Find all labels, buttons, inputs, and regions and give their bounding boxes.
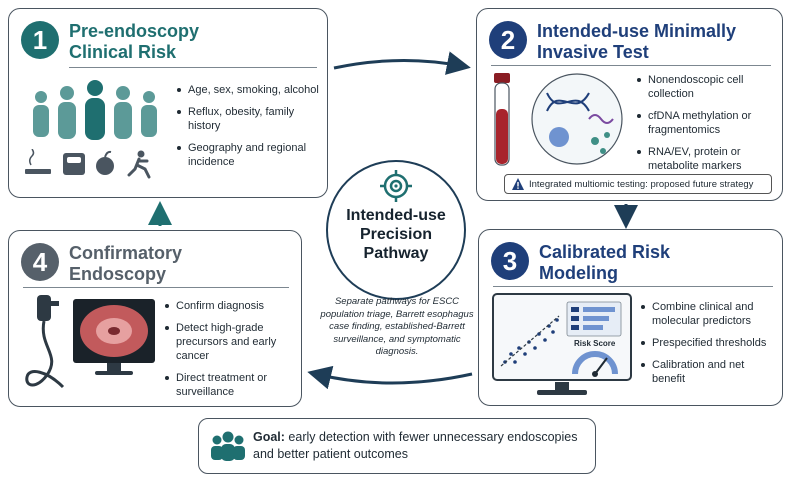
step-number-3: 3 bbox=[491, 242, 529, 280]
list-item: Confirm diagnosis bbox=[165, 299, 301, 313]
panel-3-divider bbox=[493, 286, 773, 287]
list-item: Direct treatment or surveillance bbox=[165, 371, 301, 399]
panel-3-title: Calibrated Risk Modeling bbox=[539, 242, 671, 283]
list-item: Detect high-grade precursors and early c… bbox=[165, 321, 301, 363]
step-number-4: 4 bbox=[21, 243, 59, 281]
list-item: Calibration and net benefit bbox=[641, 358, 779, 386]
precision-pathway-hub: Intended-use Precision Pathway bbox=[326, 160, 466, 300]
panel-2-bullets: Nonendoscopic cell collection cfDNA meth… bbox=[637, 73, 775, 181]
future-strategy-notice: Integrated multiomic testing: proposed f… bbox=[504, 174, 772, 194]
list-item: Prespecified thresholds bbox=[641, 336, 779, 350]
metabolite-icon bbox=[591, 132, 610, 154]
warning-icon bbox=[512, 178, 524, 190]
panel-2-title: Intended-use Minimally Invasive Test bbox=[537, 21, 737, 62]
scale-icon bbox=[63, 153, 85, 175]
list-item: cfDNA methylation or fragmentomics bbox=[637, 109, 775, 137]
panel-4-bullets: Confirm diagnosis Detect high-grade prec… bbox=[165, 299, 301, 407]
goal-description: early detection with fewer unnecessary e… bbox=[253, 430, 578, 461]
goal-box: Goal: early detection with fewer unneces… bbox=[198, 418, 596, 474]
risk-score-label: Risk Score bbox=[574, 339, 616, 348]
apple-icon bbox=[96, 150, 114, 175]
people-group-icon bbox=[211, 431, 245, 461]
goal-label: Goal: bbox=[253, 430, 285, 444]
dna-icon bbox=[546, 92, 590, 112]
step-number-2: 2 bbox=[489, 21, 527, 59]
protein-icon bbox=[549, 127, 569, 147]
step-number-1: 1 bbox=[21, 21, 59, 59]
panel-4-divider bbox=[23, 287, 289, 288]
panel-intended-use-minimally-invasive-test: 2 Intended-use Minimally Invasive Test N… bbox=[476, 8, 783, 201]
cigarette-icon bbox=[25, 149, 51, 174]
endoscope-icon bbox=[25, 295, 65, 389]
panel-1-title: Pre-endoscopy Clinical Risk bbox=[69, 21, 200, 62]
future-strategy-text: Integrated multiomic testing: proposed f… bbox=[529, 178, 754, 190]
list-item: Nonendoscopic cell collection bbox=[637, 73, 775, 101]
running-person-icon bbox=[127, 150, 151, 179]
panel-calibrated-risk-modeling: 3 Calibrated Risk Modeling Risk Score Co… bbox=[478, 229, 783, 406]
list-item: Reflux, obesity, family history bbox=[177, 105, 323, 133]
list-item: Combine clinical and molecular predictor… bbox=[641, 300, 779, 328]
pathway-note: Separate pathways for ESCC population tr… bbox=[320, 296, 474, 357]
molecular-markers-icon bbox=[531, 73, 623, 165]
rna-icon bbox=[588, 114, 614, 124]
monitor-risk-model-icon: Risk Score bbox=[492, 293, 632, 395]
arrow-1-to-2 bbox=[333, 51, 471, 75]
people-group-icon bbox=[33, 80, 157, 140]
endoscopy-monitor-icon bbox=[73, 299, 155, 375]
list-item: RNA/EV, protein or metabolite markers bbox=[637, 145, 775, 173]
panel-confirmatory-endoscopy: 4 Confirmatory Endoscopy Confirm diagnos… bbox=[8, 230, 302, 407]
panel-3-bullets: Combine clinical and molecular predictor… bbox=[641, 300, 779, 394]
goal-text: Goal: early detection with fewer unneces… bbox=[253, 429, 591, 463]
list-item: Geography and regional incidence bbox=[177, 141, 323, 169]
target-icon bbox=[380, 170, 412, 202]
panel-pre-endoscopy-clinical-risk: 1 Pre-endoscopy Clinical Risk Age, sex, … bbox=[8, 8, 328, 198]
center-title: Intended-use Precision Pathway bbox=[346, 207, 446, 262]
arrow-3-to-4 bbox=[307, 365, 473, 390]
list-item: Age, sex, smoking, alcohol bbox=[177, 83, 323, 97]
panel-1-bullets: Age, sex, smoking, alcohol Reflux, obesi… bbox=[177, 83, 323, 177]
panel-1-divider bbox=[69, 67, 317, 68]
lifestyle-factor-icons bbox=[25, 149, 151, 179]
blood-tube-icon bbox=[494, 73, 510, 166]
panel-2-divider bbox=[491, 65, 771, 66]
panel-4-title: Confirmatory Endoscopy bbox=[69, 243, 183, 284]
